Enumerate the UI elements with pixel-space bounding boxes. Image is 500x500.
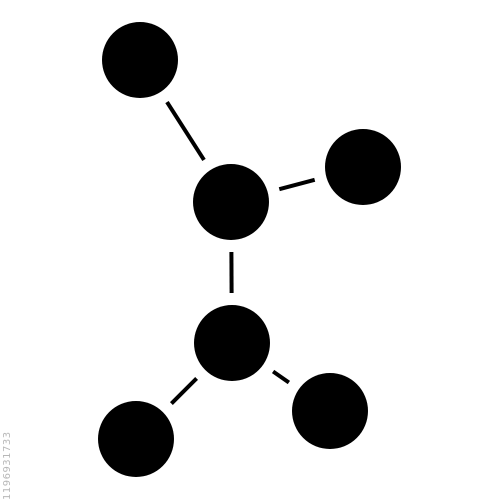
bond-lower-center-to-bottom-right — [271, 369, 291, 385]
stock-id-watermark: 1196931733 — [2, 431, 13, 500]
bond-top-left-to-upper-center — [165, 101, 206, 161]
nodes-layer — [98, 22, 401, 477]
bonds-layer — [165, 101, 316, 406]
atom-bottom-right — [292, 373, 368, 449]
atom-lower-center — [194, 305, 270, 381]
bond-lower-center-to-bottom-left — [169, 376, 199, 406]
atom-bottom-left — [98, 401, 174, 477]
atom-top-left — [102, 22, 178, 98]
atom-right — [325, 129, 401, 205]
atom-upper-center — [193, 164, 269, 240]
bond-upper-center-to-right — [278, 177, 316, 192]
